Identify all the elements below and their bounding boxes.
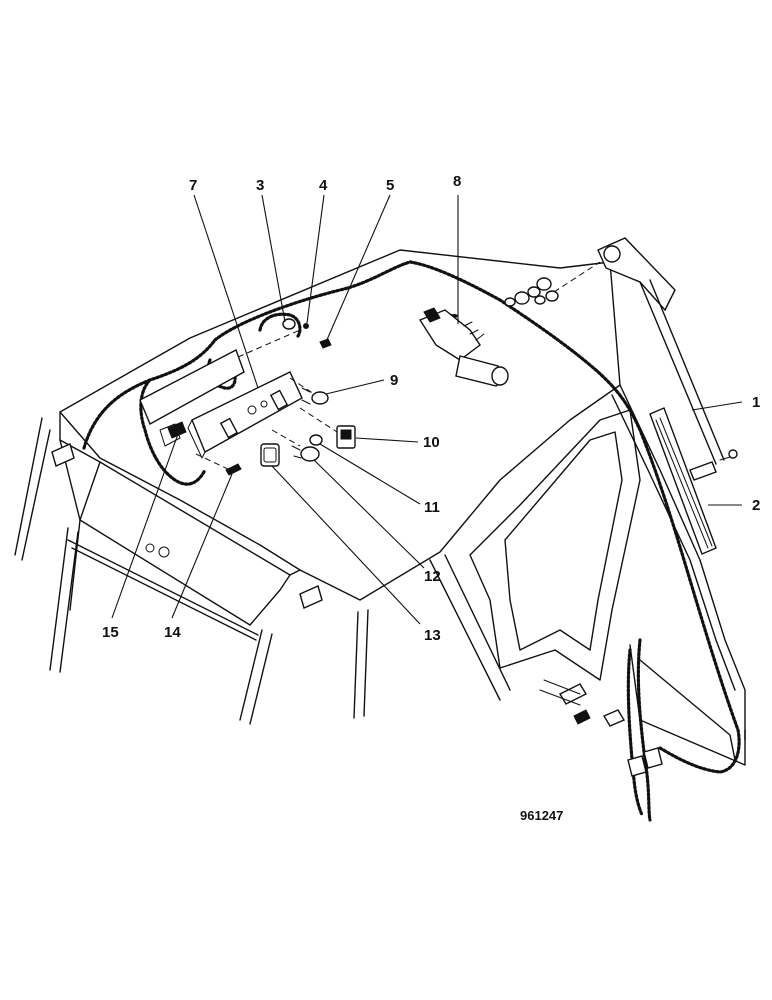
component-3-grommet — [282, 318, 296, 330]
front-pillar-3 — [239, 629, 273, 725]
switch-panel-plate — [191, 371, 303, 453]
callout-4: 4 — [319, 177, 328, 194]
right-window-frame — [469, 409, 641, 681]
leader-1 — [691, 401, 743, 411]
roof-side-panel — [79, 461, 291, 626]
callout-13: 13 — [424, 627, 441, 644]
panel-hole — [247, 405, 257, 415]
component-4-washer — [303, 323, 309, 329]
panel-cutout — [269, 389, 289, 411]
bracket-tab — [159, 423, 181, 447]
callout-5: 5 — [386, 177, 394, 194]
panel-hole — [260, 400, 268, 408]
callout-2: 2 — [752, 497, 760, 514]
front-pillar-4 — [353, 609, 369, 719]
switch-panel-edge — [187, 419, 206, 459]
figure-number: 961247 — [520, 808, 563, 823]
callout-15: 15 — [102, 624, 119, 641]
panel-cutout — [219, 417, 239, 439]
switch-panel — [139, 349, 303, 459]
front-left-pillar — [14, 417, 51, 561]
callout-8: 8 — [453, 173, 461, 190]
rear-pillar — [429, 554, 511, 701]
leader-11 — [319, 443, 421, 505]
component-8-wiper-motor — [418, 307, 509, 387]
roof-bracket — [51, 443, 75, 467]
roof-outline — [59, 249, 621, 601]
align-line — [289, 377, 315, 395]
leader-12 — [313, 459, 425, 569]
relay-block — [167, 421, 187, 439]
right-window-inner — [504, 431, 623, 651]
cab-roof — [14, 249, 746, 766]
callout-9: 9 — [390, 372, 398, 389]
component-12-switch — [291, 434, 323, 462]
component-13-blank-plug — [260, 443, 280, 467]
switch-bracket — [139, 349, 245, 425]
component-9-knob — [301, 387, 329, 405]
harness-down-pillar-2 — [626, 648, 644, 817]
harness-branch-front — [258, 312, 302, 338]
door-frame — [611, 384, 746, 741]
align-line — [271, 429, 301, 447]
component-2-wiper-blade — [649, 407, 717, 555]
callout-10: 10 — [423, 434, 440, 451]
leader-14 — [171, 473, 233, 619]
leader-10 — [355, 437, 419, 443]
callout-14: 14 — [164, 624, 181, 641]
component-10-rocker-switch — [336, 425, 356, 449]
callout-11: 11 — [424, 499, 440, 516]
spindle-nuts-washers — [504, 277, 559, 307]
component-1-wiper-arm — [597, 237, 738, 465]
harness-main — [82, 260, 741, 774]
leader-4 — [306, 194, 325, 324]
leader-7 — [193, 194, 259, 389]
component-5-screw — [319, 338, 332, 349]
leader-9 — [325, 379, 385, 395]
callout-labels: 1 2 3 4 5 7 8 9 10 11 12 13 14 15 — [102, 173, 760, 644]
front-pillar-2 — [49, 527, 79, 673]
align-line — [195, 453, 231, 471]
wiring-harness — [82, 260, 741, 822]
roof-bracket — [299, 585, 323, 609]
leader-5 — [325, 194, 391, 343]
panel-hole — [145, 543, 155, 553]
assembly-lines — [195, 261, 601, 471]
callout-12: 12 — [424, 568, 441, 585]
align-line — [299, 407, 338, 433]
align-line — [553, 261, 601, 293]
pillar-connectors — [539, 679, 663, 777]
align-line — [237, 329, 301, 358]
lower-rail — [67, 539, 259, 641]
roof-front-edge — [59, 411, 301, 576]
leader-15 — [111, 433, 179, 619]
component-14-screw — [225, 463, 242, 476]
leader-13 — [271, 465, 421, 625]
leader-lines — [111, 194, 743, 625]
panel-hole — [158, 546, 170, 558]
roof-front-edge-lower — [59, 439, 81, 611]
callout-7: 7 — [189, 177, 197, 194]
leader-3 — [261, 194, 286, 323]
side-window-frame — [629, 644, 746, 766]
callout-3: 3 — [256, 177, 264, 194]
callout-1: 1 — [752, 394, 760, 411]
